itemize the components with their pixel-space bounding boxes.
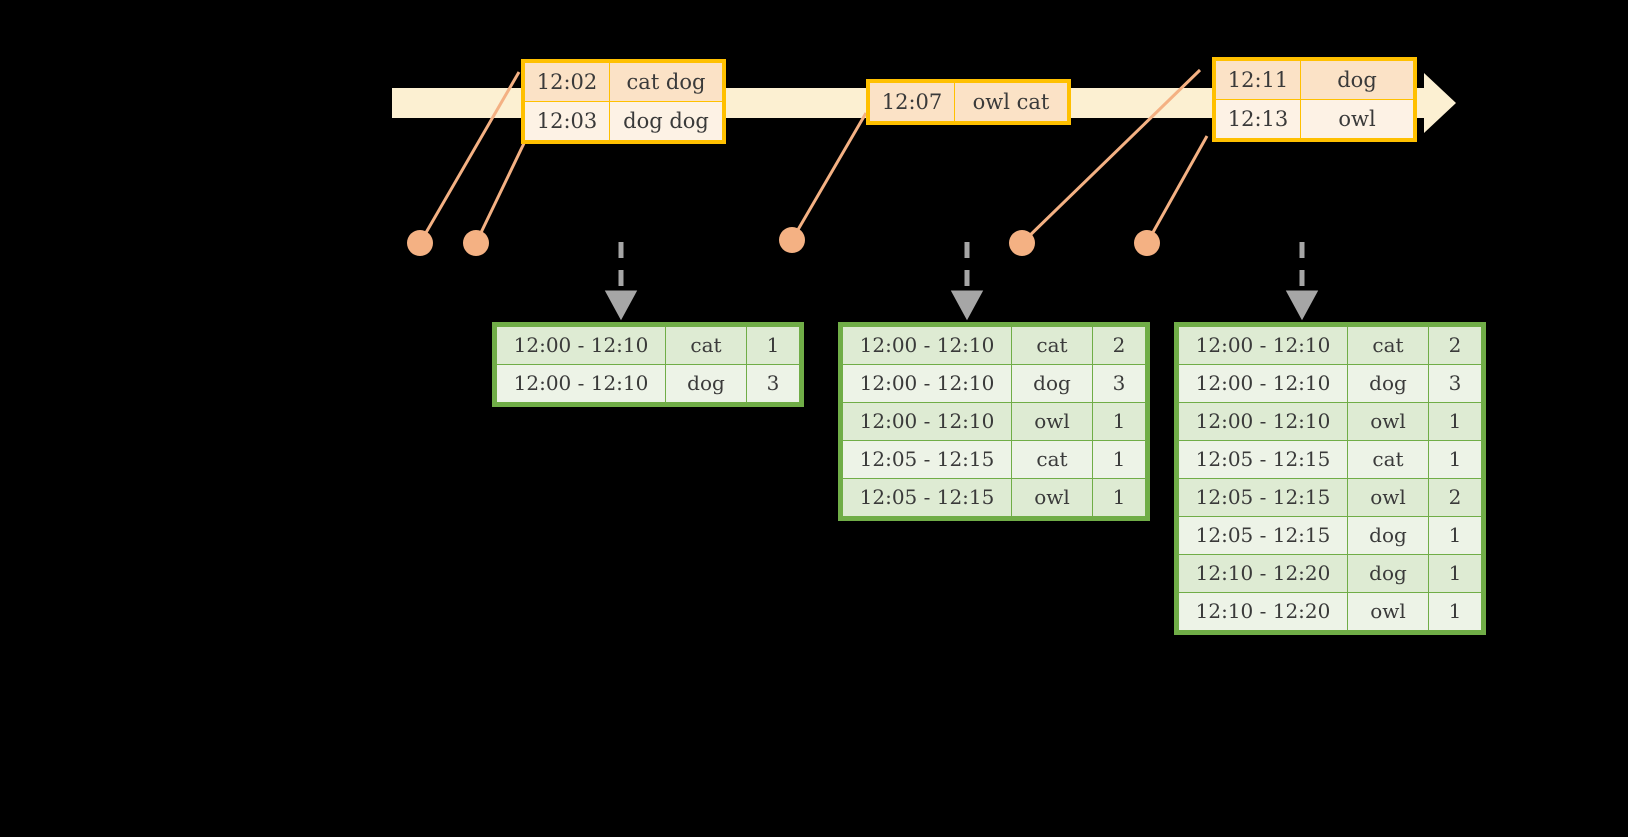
table-row: 12:05 - 12:15 owl 2 xyxy=(1178,478,1482,517)
count-cell: 2 xyxy=(1428,326,1482,365)
key-cell: dog xyxy=(1347,516,1429,555)
event-words: owl cat xyxy=(954,82,1068,122)
event-row: 12:07 owl cat xyxy=(869,82,1068,122)
table-row: 12:10 - 12:20 owl 1 xyxy=(1178,592,1482,631)
event-box-1: 12:02 cat dog 12:03 dog dog xyxy=(521,59,726,144)
key-cell: dog xyxy=(1011,364,1093,403)
event-marker-1203 xyxy=(463,230,489,256)
table-row: 12:05 - 12:15 cat 1 xyxy=(842,440,1146,479)
table-row: 12:00 - 12:10 dog 3 xyxy=(496,364,800,403)
table-row: 12:00 - 12:10 owl 1 xyxy=(842,402,1146,441)
table-row: 12:00 - 12:10 cat 2 xyxy=(842,326,1146,365)
key-cell: owl xyxy=(1011,402,1093,441)
table-row: 12:00 - 12:10 owl 1 xyxy=(1178,402,1482,441)
window-cell: 12:05 - 12:15 xyxy=(1178,478,1348,517)
count-cell: 3 xyxy=(746,364,800,403)
timeline-arrowhead xyxy=(1424,73,1456,133)
key-cell: cat xyxy=(665,326,747,365)
result-table-2: 12:00 - 12:10 cat 2 12:00 - 12:10 dog 3 … xyxy=(838,322,1150,521)
key-cell: owl xyxy=(1347,478,1429,517)
event-marker-1211 xyxy=(1009,230,1035,256)
count-cell: 2 xyxy=(1092,326,1146,365)
key-cell: owl xyxy=(1011,478,1093,517)
key-cell: cat xyxy=(1347,326,1429,365)
event-marker-1202 xyxy=(407,230,433,256)
count-cell: 1 xyxy=(1428,554,1482,593)
event-box-2: 12:07 owl cat xyxy=(866,79,1071,125)
event-time: 12:02 xyxy=(524,62,610,102)
window-cell: 12:00 - 12:10 xyxy=(842,326,1012,365)
event-row: 12:11 dog xyxy=(1215,60,1414,100)
event-marker-1213 xyxy=(1134,230,1160,256)
table-row: 12:00 - 12:10 dog 3 xyxy=(842,364,1146,403)
key-cell: owl xyxy=(1347,402,1429,441)
table-row: 12:00 - 12:10 dog 3 xyxy=(1178,364,1482,403)
count-cell: 1 xyxy=(1428,592,1482,631)
window-cell: 12:05 - 12:15 xyxy=(842,440,1012,479)
window-cell: 12:00 - 12:10 xyxy=(496,326,666,365)
count-cell: 1 xyxy=(1428,516,1482,555)
event-time: 12:07 xyxy=(869,82,955,122)
event-time: 12:13 xyxy=(1215,99,1301,139)
count-cell: 2 xyxy=(1428,478,1482,517)
count-cell: 1 xyxy=(1092,440,1146,479)
window-cell: 12:00 - 12:10 xyxy=(1178,364,1348,403)
key-cell: cat xyxy=(1347,440,1429,479)
event-words: owl xyxy=(1300,99,1414,139)
table-row: 12:00 - 12:10 cat 1 xyxy=(496,326,800,365)
key-cell: dog xyxy=(1347,364,1429,403)
key-cell: cat xyxy=(1011,440,1093,479)
event-row: 12:02 cat dog xyxy=(524,62,723,102)
count-cell: 3 xyxy=(1428,364,1482,403)
table-row: 12:10 - 12:20 dog 1 xyxy=(1178,554,1482,593)
count-cell: 1 xyxy=(1092,402,1146,441)
event-marker-1207 xyxy=(779,227,805,253)
count-cell: 1 xyxy=(1428,440,1482,479)
window-cell: 12:00 - 12:10 xyxy=(496,364,666,403)
event-time: 12:11 xyxy=(1215,60,1301,100)
window-cell: 12:05 - 12:15 xyxy=(1178,516,1348,555)
table-row: 12:05 - 12:15 cat 1 xyxy=(1178,440,1482,479)
count-cell: 1 xyxy=(1428,402,1482,441)
event-words: dog dog xyxy=(609,101,723,141)
count-cell: 1 xyxy=(746,326,800,365)
window-cell: 12:00 - 12:10 xyxy=(1178,402,1348,441)
result-table-3: 12:00 - 12:10 cat 2 12:00 - 12:10 dog 3 … xyxy=(1174,322,1486,635)
table-row: 12:00 - 12:10 cat 2 xyxy=(1178,326,1482,365)
window-cell: 12:00 - 12:10 xyxy=(842,364,1012,403)
window-cell: 12:00 - 12:10 xyxy=(1178,326,1348,365)
event-time: 12:03 xyxy=(524,101,610,141)
table-row: 12:05 - 12:15 owl 1 xyxy=(842,478,1146,517)
count-cell: 3 xyxy=(1092,364,1146,403)
key-cell: cat xyxy=(1011,326,1093,365)
key-cell: dog xyxy=(1347,554,1429,593)
event-box-3: 12:11 dog 12:13 owl xyxy=(1212,57,1417,142)
event-words: dog xyxy=(1300,60,1414,100)
window-cell: 12:05 - 12:15 xyxy=(842,478,1012,517)
window-cell: 12:10 - 12:20 xyxy=(1178,554,1348,593)
result-table-1: 12:00 - 12:10 cat 1 12:00 - 12:10 dog 3 xyxy=(492,322,804,407)
key-cell: owl xyxy=(1347,592,1429,631)
window-cell: 12:00 - 12:10 xyxy=(842,402,1012,441)
table-row: 12:05 - 12:15 dog 1 xyxy=(1178,516,1482,555)
key-cell: dog xyxy=(665,364,747,403)
event-row: 12:13 owl xyxy=(1215,99,1414,139)
window-cell: 12:10 - 12:20 xyxy=(1178,592,1348,631)
event-row: 12:03 dog dog xyxy=(524,101,723,141)
count-cell: 1 xyxy=(1092,478,1146,517)
window-cell: 12:05 - 12:15 xyxy=(1178,440,1348,479)
event-words: cat dog xyxy=(609,62,723,102)
